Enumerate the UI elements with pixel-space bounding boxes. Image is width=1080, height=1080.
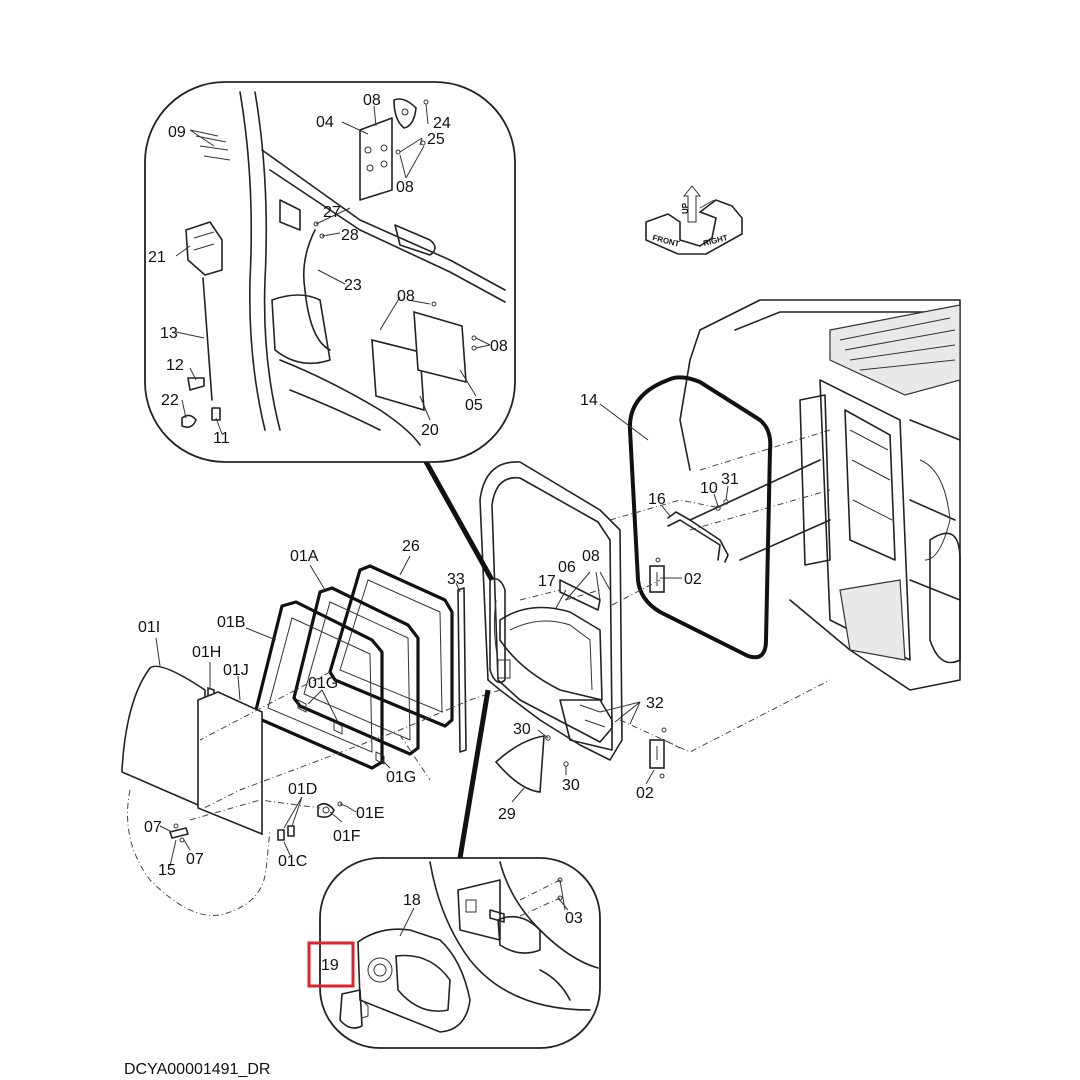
grab-handle-part-16 bbox=[667, 511, 729, 563]
striker-part-02-upper bbox=[649, 557, 665, 593]
label-part-13: 13 bbox=[160, 325, 178, 342]
label-part-03: 03 bbox=[565, 910, 583, 927]
label-part-08: 08 bbox=[490, 338, 508, 355]
label-part-24: 24 bbox=[433, 115, 451, 132]
label-part-06: 06 bbox=[558, 559, 576, 576]
label-part-01H: 01H bbox=[192, 644, 221, 661]
highlight-box-part-19 bbox=[307, 941, 355, 988]
label-part-16: 16 bbox=[648, 491, 666, 508]
label-part-01J: 01J bbox=[223, 662, 249, 679]
orientation-up-label: UP bbox=[681, 202, 690, 214]
door-seal-part-14 bbox=[627, 375, 773, 660]
label-part-19: 19 bbox=[321, 957, 339, 974]
label-part-31: 31 bbox=[721, 471, 739, 488]
strip-part-33 bbox=[457, 587, 467, 753]
label-part-07: 07 bbox=[144, 819, 162, 836]
label-part-09: 09 bbox=[168, 124, 186, 141]
trim-part-29 bbox=[494, 735, 545, 793]
label-part-01F: 01F bbox=[333, 828, 361, 845]
pointer-bottom bbox=[457, 689, 491, 859]
striker-part-02-lower bbox=[649, 727, 667, 779]
label-part-23: 23 bbox=[344, 277, 362, 294]
label-part-08: 08 bbox=[397, 288, 415, 305]
label-part-27: 27 bbox=[323, 204, 341, 221]
label-part-11: 11 bbox=[213, 430, 230, 447]
label-part-26: 26 bbox=[402, 538, 420, 555]
label-part-22: 22 bbox=[161, 392, 179, 409]
label-part-01A: 01A bbox=[290, 548, 319, 565]
label-part-30: 30 bbox=[513, 721, 531, 738]
orientation-arrow-icon: FRONT RIGHT UP bbox=[645, 185, 743, 255]
label-part-20: 20 bbox=[421, 422, 439, 439]
label-part-02: 02 bbox=[636, 785, 654, 802]
assembly-lines bbox=[189, 499, 831, 821]
label-part-04: 04 bbox=[316, 114, 334, 131]
label-part-17: 17 bbox=[538, 573, 556, 590]
label-part-01G: 01G bbox=[308, 675, 338, 692]
callout-bottom bbox=[319, 857, 601, 1049]
label-part-01C: 01C bbox=[278, 853, 307, 870]
part-labels: 08 04 24 09 25 08 27 28 21 23 08 13 08 1… bbox=[138, 92, 739, 974]
leader-lines bbox=[155, 403, 729, 867]
label-part-01I: 01I bbox=[138, 619, 160, 636]
label-part-08: 08 bbox=[396, 179, 414, 196]
label-part-28: 28 bbox=[341, 227, 359, 244]
label-part-21: 21 bbox=[148, 249, 166, 266]
glass-seals bbox=[254, 564, 454, 770]
label-part-18: 18 bbox=[403, 892, 421, 909]
door-frame bbox=[479, 461, 623, 761]
label-part-08: 08 bbox=[582, 548, 600, 565]
label-part-30: 30 bbox=[562, 777, 580, 794]
label-part-01D: 01D bbox=[288, 781, 317, 798]
drawing-code: DCYA00001491_DR bbox=[124, 1061, 270, 1078]
label-part-33: 33 bbox=[447, 571, 465, 588]
label-part-12: 12 bbox=[166, 357, 184, 374]
label-part-25: 25 bbox=[427, 131, 445, 148]
label-part-01B: 01B bbox=[217, 614, 245, 631]
label-part-15: 15 bbox=[158, 862, 176, 879]
label-part-08: 08 bbox=[363, 92, 381, 109]
label-part-05: 05 bbox=[465, 397, 483, 414]
label-part-01E: 01E bbox=[356, 805, 384, 822]
label-part-02: 02 bbox=[684, 571, 702, 588]
cab-frame bbox=[679, 299, 961, 691]
label-part-01G: 01G bbox=[386, 769, 416, 786]
glass-panes bbox=[121, 665, 263, 836]
label-part-14: 14 bbox=[580, 392, 598, 409]
label-part-32: 32 bbox=[646, 695, 664, 712]
pointer-top bbox=[422, 458, 495, 582]
label-part-29: 29 bbox=[498, 806, 516, 823]
callout-top bbox=[144, 81, 516, 463]
label-part-07: 07 bbox=[186, 851, 204, 868]
label-part-10: 10 bbox=[700, 480, 718, 497]
